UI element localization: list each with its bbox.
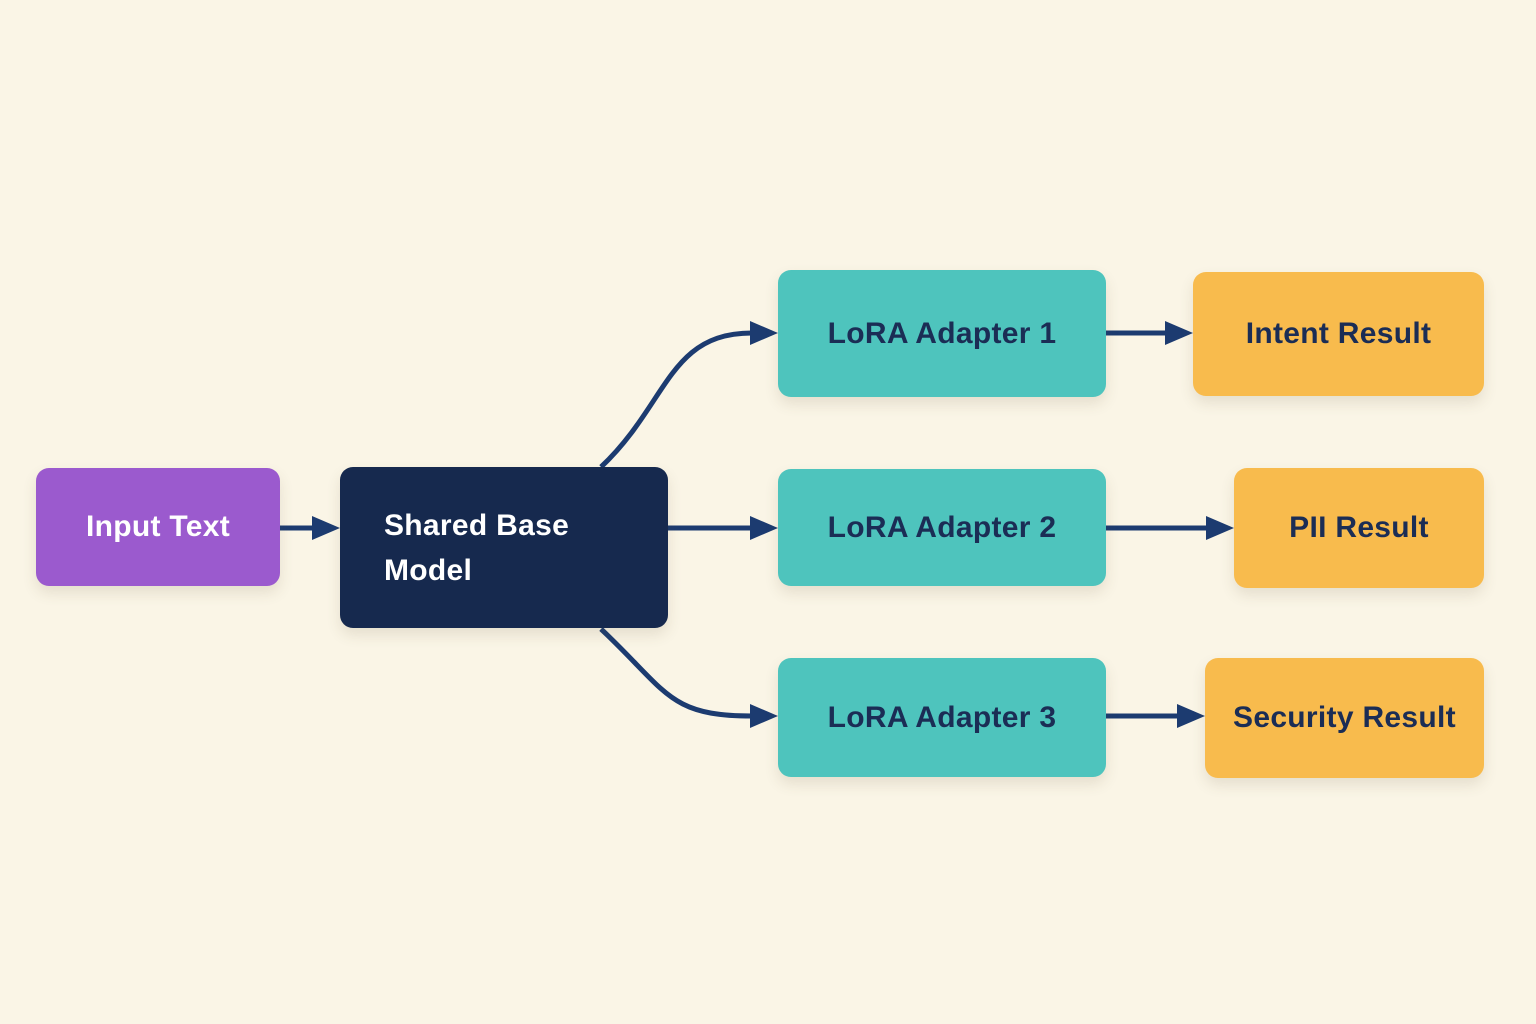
edge-base-to-adapter3 <box>599 627 778 728</box>
node-security-result: Security Result <box>1205 658 1484 778</box>
node-lora-adapter-1: LoRA Adapter 1 <box>778 270 1106 397</box>
edge-base-to-adapter1 <box>599 321 778 469</box>
node-lora-adapter-1-label: LoRA Adapter 1 <box>827 316 1057 350</box>
node-pii-result-label: PII Result <box>1289 511 1429 544</box>
node-security-result-label: Security Result <box>1233 701 1456 734</box>
node-input-text: Input Text <box>36 468 280 586</box>
node-lora-adapter-2-label: LoRA Adapter 2 <box>827 510 1057 544</box>
node-lora-adapter-3: LoRA Adapter 3 <box>778 658 1106 777</box>
node-lora-adapter-3-label: LoRA Adapter 3 <box>827 700 1057 734</box>
node-lora-adapter-2: LoRA Adapter 2 <box>778 469 1106 586</box>
node-intent-result: Intent Result <box>1193 272 1484 396</box>
node-pii-result: PII Result <box>1234 468 1484 588</box>
node-input-text-label: Input Text <box>85 510 231 543</box>
node-shared-base-model: Shared Base Model <box>340 467 668 628</box>
node-intent-result-label: Intent Result <box>1245 317 1432 350</box>
node-shared-base-model-label: Shared Base Model <box>384 508 570 587</box>
